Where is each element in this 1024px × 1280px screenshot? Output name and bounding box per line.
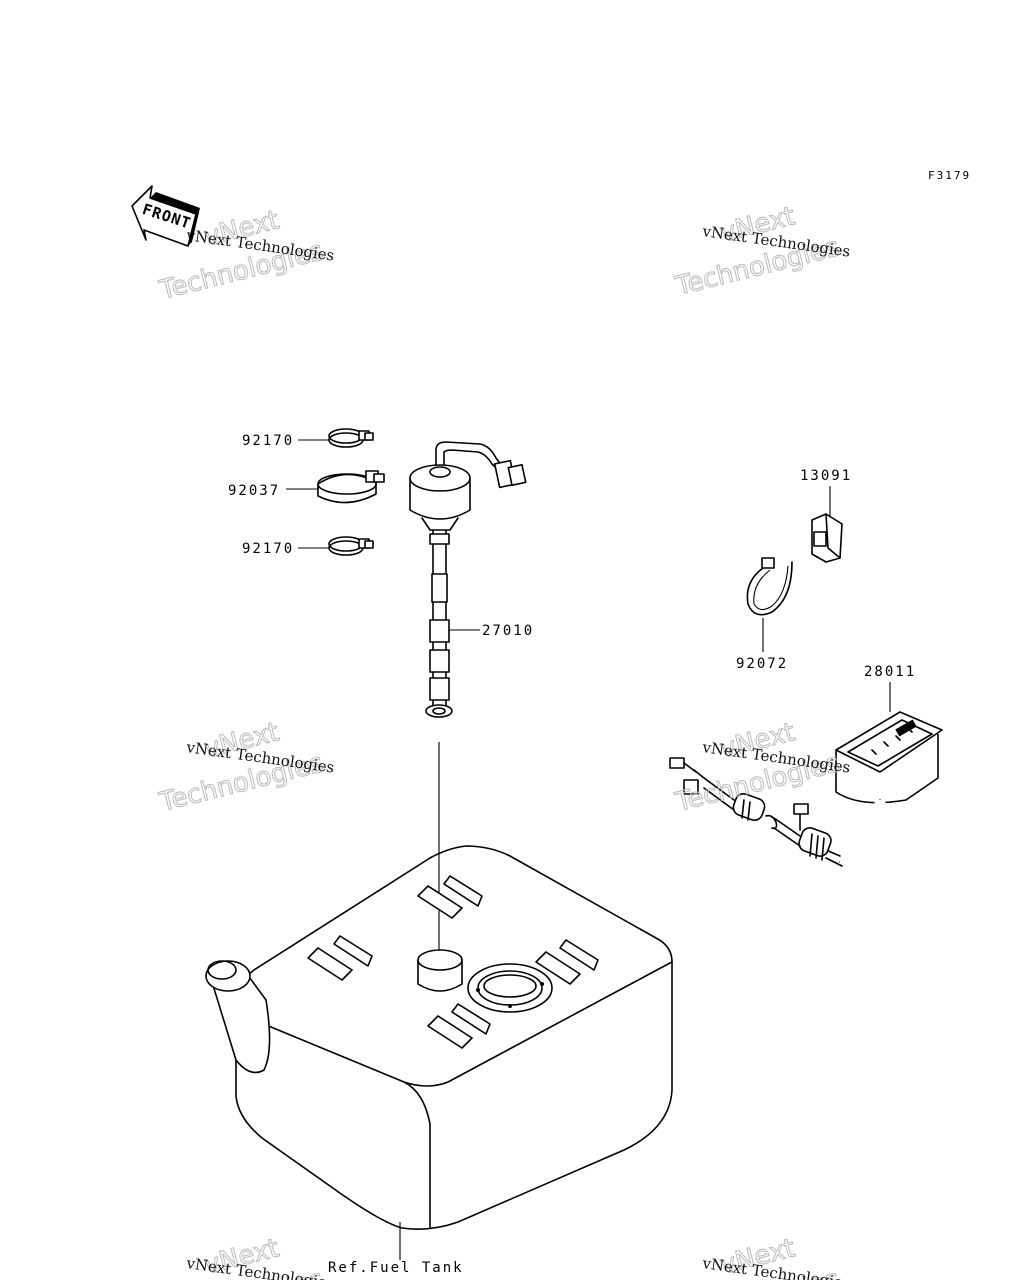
bracket-13091 — [811, 513, 843, 563]
front-arrow-icon: FRONT — [131, 185, 200, 247]
watermark-6: vNext Technologies vNext Technologies — [672, 1233, 852, 1280]
watermark-2: vNext Technologies vNext Technologies — [672, 201, 852, 303]
callout-28011: 28011 — [864, 664, 916, 680]
callout-27010: 27010 — [482, 623, 534, 639]
callout-92170-top: 92170 — [242, 433, 294, 449]
band-92072 — [746, 557, 793, 616]
tank-reference-label: Ref.Fuel Tank — [328, 1260, 464, 1276]
clamp-92170-top — [328, 428, 374, 448]
callout-92037: 92037 — [228, 483, 280, 499]
figure-code: F3179 — [928, 169, 971, 182]
fuel-tank — [205, 845, 673, 1230]
fuel-gauge-28011 — [669, 711, 943, 869]
callout-13091: 13091 — [800, 468, 852, 484]
watermark-3: vNext Technologies vNext Technologies — [156, 717, 336, 819]
clamp-92170-bottom — [328, 536, 374, 556]
fuel-sender-unit — [409, 441, 527, 718]
callout-92170-bottom: 92170 — [242, 541, 294, 557]
callout-92072: 92072 — [736, 656, 788, 672]
watermark-5: vNext Technologies vNext Technologies — [156, 1233, 336, 1280]
clamp-92037 — [317, 470, 385, 504]
